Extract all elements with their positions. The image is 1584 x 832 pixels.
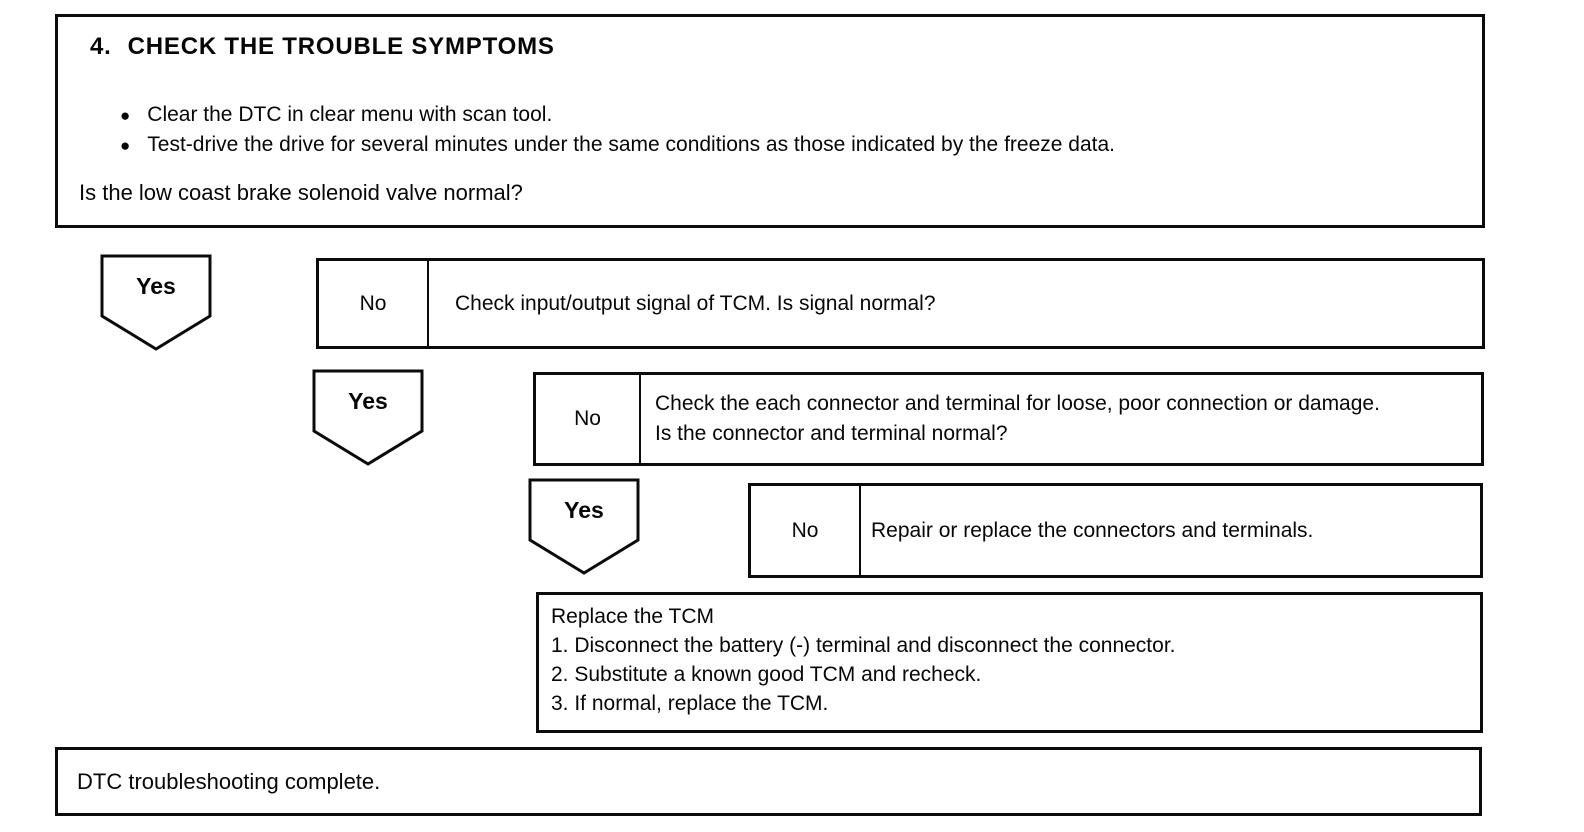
bullet-text: Test-drive the drive for several minutes… [147, 133, 1115, 156]
no-label: No [536, 375, 641, 463]
step-bullet-row: ● Clear the DTC in clear menu with scan … [120, 103, 552, 127]
bullet-icon: ● [120, 135, 131, 155]
result-box: DTC troubleshooting complete. [55, 747, 1482, 816]
replace-tcm-box: Replace the TCM 1. Disconnect the batter… [536, 592, 1483, 733]
down-pointer-shape-icon [528, 478, 640, 575]
no-action-text-content: Check the each connector and terminal fo… [655, 392, 1380, 445]
step-title: 4. CHECK THE TROUBLE SYMPTOMS [90, 33, 555, 61]
step-bullet-row: ● Test-drive the drive for several minut… [120, 133, 1115, 157]
step-box: 4. CHECK THE TROUBLE SYMPTOMS ● Clear the… [55, 14, 1485, 228]
no-action-box-2: No Check the each connector and terminal… [533, 372, 1484, 466]
replace-tcm-step: 3. If normal, replace the TCM. [551, 692, 829, 715]
no-action-text: Check input/output signal of TCM. Is sig… [429, 261, 1482, 346]
down-pointer-shape-icon [312, 369, 424, 466]
no-action-text-content: Repair or replace the connectors and ter… [871, 518, 1314, 542]
down-pointer-shape-icon [100, 254, 212, 351]
step-heading: CHECK THE TROUBLE SYMPTOMS [127, 33, 555, 60]
result-text: DTC troubleshooting complete. [77, 768, 381, 794]
no-action-box-3: No Repair or replace the connectors and … [748, 483, 1483, 578]
no-label: No [751, 486, 861, 575]
yes-branch-pointer-2: Yes [312, 369, 424, 467]
replace-tcm-title: Replace the TCM [551, 605, 715, 628]
step-number: 4. [90, 33, 112, 60]
no-action-box-1: No Check input/output signal of TCM. Is … [316, 258, 1485, 349]
yes-label: Yes [348, 388, 388, 414]
no-label: No [319, 261, 429, 346]
yes-label: Yes [564, 497, 604, 523]
replace-tcm-step: 1. Disconnect the battery (-) terminal a… [551, 634, 1176, 657]
no-action-text-content: Check input/output signal of TCM. Is sig… [455, 291, 936, 315]
bullet-text: Clear the DTC in clear menu with scan to… [147, 103, 553, 126]
no-action-text: Check the each connector and terminal fo… [641, 375, 1481, 463]
yes-branch-pointer-1: Yes [100, 254, 212, 352]
yes-label: Yes [136, 273, 176, 299]
bullet-icon: ● [120, 105, 131, 125]
replace-tcm-step: 2. Substitute a known good TCM and reche… [551, 663, 982, 686]
no-action-text: Repair or replace the connectors and ter… [861, 486, 1480, 575]
step-question: Is the low coast brake solenoid valve no… [79, 180, 523, 205]
yes-branch-pointer-3: Yes [528, 478, 640, 576]
